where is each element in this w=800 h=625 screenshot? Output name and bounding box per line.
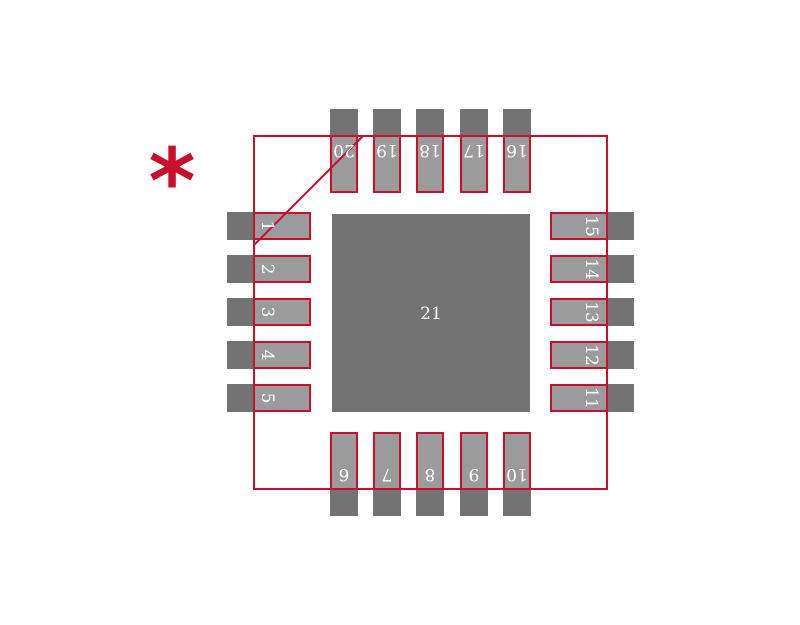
center-pad xyxy=(332,214,530,412)
pin-2-label: 2 xyxy=(257,264,277,275)
pin-18-label: 18 xyxy=(419,140,441,160)
pin-15-label: 15 xyxy=(581,215,601,237)
pin-16-label: 16 xyxy=(506,140,528,160)
pin1-chamfer-line xyxy=(253,135,364,246)
pin-13-label: 13 xyxy=(581,301,601,323)
pin-16-pad xyxy=(503,135,531,193)
pin-10-pad xyxy=(503,432,531,490)
pin-12-pad xyxy=(550,341,608,369)
pin-19-label: 19 xyxy=(376,140,398,160)
pin-6-label: 6 xyxy=(339,464,350,484)
pin-20-label: 20 xyxy=(333,140,355,160)
pin-12-label: 12 xyxy=(581,344,601,366)
pin-7-pad xyxy=(373,432,401,490)
pin-2-pad xyxy=(253,255,311,283)
outline-layer xyxy=(253,135,608,490)
pin-11-label: 11 xyxy=(581,387,601,409)
pin-8-label: 8 xyxy=(425,464,436,484)
pin-3-pad xyxy=(253,298,311,326)
pin-14-label: 14 xyxy=(581,258,601,280)
pin1-asterisk: * xyxy=(148,130,195,235)
pin-9-label: 9 xyxy=(469,464,480,484)
center-pad-label: 21 xyxy=(420,304,442,324)
pin-4-label: 4 xyxy=(257,350,277,361)
pin-15-pad xyxy=(550,212,608,240)
pin-17-pad xyxy=(460,135,488,193)
pin-7-label: 7 xyxy=(382,464,393,484)
pin-3-label: 3 xyxy=(257,307,277,318)
pin1-marker: * xyxy=(148,130,195,235)
pin-5-label: 5 xyxy=(257,393,277,404)
pin-1-label: 1 xyxy=(257,221,277,232)
pin-14-pad xyxy=(550,255,608,283)
pin-13-pad xyxy=(550,298,608,326)
pin-6-pad xyxy=(330,432,358,490)
pin-10-label: 10 xyxy=(506,464,528,484)
pin-17-label: 17 xyxy=(463,140,485,160)
package-outline xyxy=(253,135,608,490)
